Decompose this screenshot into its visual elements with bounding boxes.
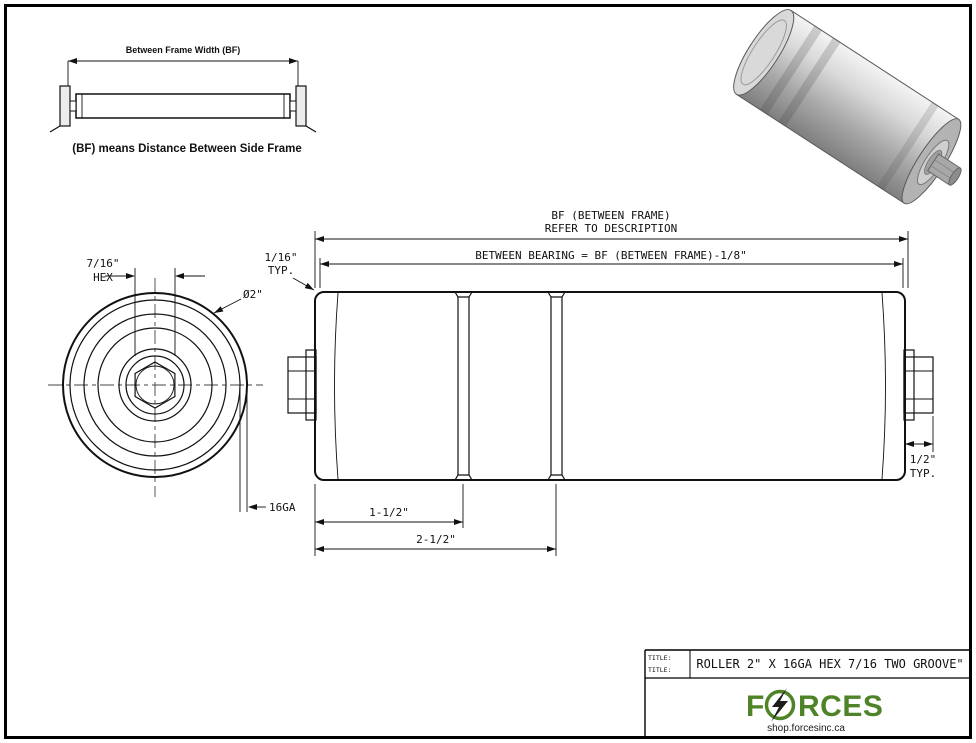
typ-sixteenth-value: 1/16" (264, 251, 297, 264)
logo-letter-f: F (746, 690, 764, 723)
roller-3d-groove (877, 101, 939, 191)
diameter-dimension: Ø2" (213, 288, 263, 314)
logo-letters-rces: RCES (798, 690, 883, 723)
hex-bore (134, 361, 176, 409)
typ-sixteenth-word: TYP. (268, 264, 295, 277)
roller-3d-groove (759, 25, 822, 115)
second-groove-dimension: 2-1/2" (315, 533, 556, 552)
diameter-label: Ø2" (243, 288, 263, 301)
lightning-bolt-icon (771, 688, 788, 722)
second-groove-label: 2-1/2" (416, 533, 456, 546)
inset-roller (69, 93, 297, 119)
groove-dimensions: 1-1/2" 2-1/2" (314, 484, 557, 556)
inset-caption: (BF) means Distance Between Side Frame (72, 143, 301, 155)
groove-2 (547, 291, 566, 481)
bf-label-line1: BF (BETWEEN FRAME) (551, 209, 670, 222)
side-view (287, 291, 934, 481)
roller-3d-view (733, 9, 962, 205)
typ-sixteenth-dimension: 1/16" TYP. (264, 251, 315, 291)
typ-half-value: 1/2" (910, 453, 937, 466)
gauge-label: 16GA (269, 501, 296, 514)
roller-3d-groove (778, 37, 841, 127)
roller-outer-diameter (62, 292, 248, 478)
hex-word-label: HEX (93, 271, 113, 284)
hex-size-label: 7/16" (86, 257, 119, 270)
bearing-housing (118, 348, 192, 422)
first-groove-dimension: 1-1/2" (315, 506, 463, 525)
logo-o-ring (764, 689, 796, 721)
title-block: TITLE: TITLE: ROLLER 2" X 16GA HEX 7/16 … (644, 649, 970, 737)
between-bearing-dimension: BETWEEN BEARING = BF (BETWEEN FRAME)-1/8… (319, 249, 904, 288)
roller-3d-hex-shaft (926, 153, 962, 186)
roller-3d-end-cap (733, 9, 795, 96)
groove-1 (454, 291, 473, 481)
end-view: 7/16" HEX Ø2" 16GA (48, 257, 296, 514)
bf-label-line2: REFER TO DESCRIPTION (545, 222, 677, 235)
roller-body (314, 291, 906, 481)
hex-dimension: 7/16" HEX (86, 257, 205, 356)
inset-dim-label: Between Frame Width (BF) (126, 45, 240, 55)
hex-shaft-left (287, 349, 317, 421)
typ-half-word: TYP. (910, 467, 937, 480)
forces-logo: F RCES (746, 688, 883, 723)
website-url: shop.forcesinc.ca (767, 723, 845, 734)
bf-dimension: BF (BETWEEN FRAME) REFER TO DESCRIPTION (314, 209, 909, 288)
between-bearing-label: BETWEEN BEARING = BF (BETWEEN FRAME)-1/8… (475, 249, 747, 262)
hex-shaft-right (903, 349, 934, 421)
title-label-bottom: TITLE: (648, 666, 671, 674)
gauge-dimension: 16GA (239, 387, 296, 514)
typ-half-dimension: 1/2" TYP. (905, 416, 936, 480)
first-groove-label: 1-1/2" (369, 506, 409, 519)
inset-diagram: Between Frame Width (BF) (BF) means Dist… (49, 45, 317, 155)
title-label-top: TITLE: (648, 654, 671, 662)
drawing-title: ROLLER 2" X 16GA HEX 7/16 TWO GROOVE" (696, 657, 963, 671)
